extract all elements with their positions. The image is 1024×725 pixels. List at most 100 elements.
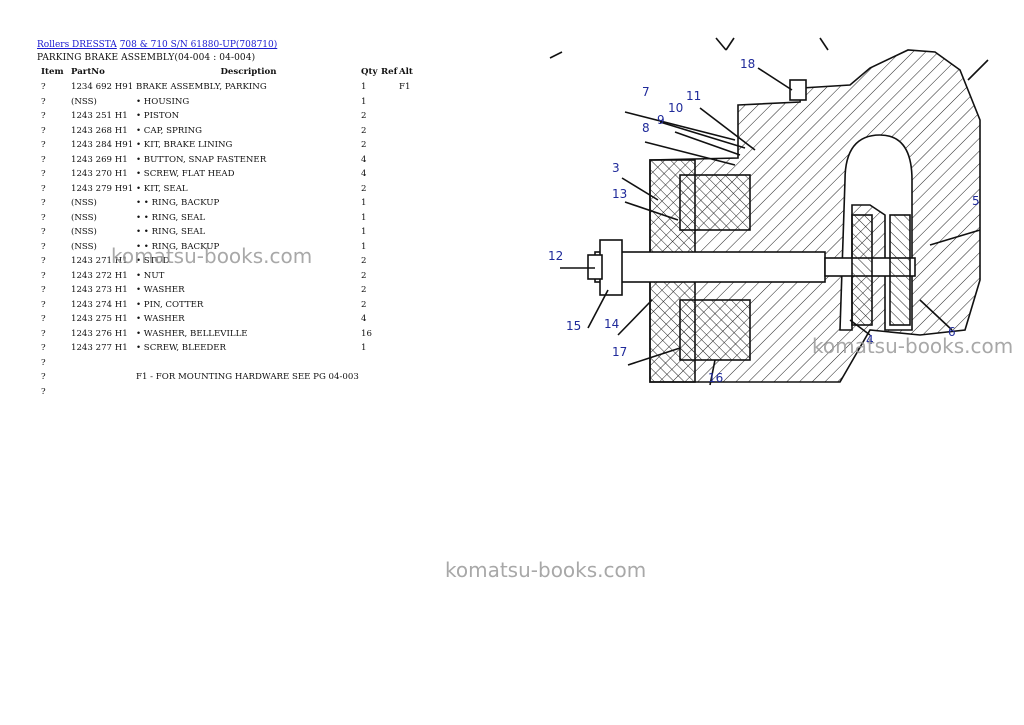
cell-ref xyxy=(381,196,399,211)
breadcrumb-link-serial[interactable]: 708 & 710 S/N 61880-UP(708710) xyxy=(119,40,278,50)
cell-alt xyxy=(399,269,419,284)
table-row: ? (NSS) • • RING, SEAL 1 xyxy=(37,211,419,226)
callout-16: 16 xyxy=(708,371,723,385)
cell-description: • • RING, SEAL xyxy=(136,212,206,223)
cell-ref xyxy=(381,95,399,110)
cell-qty: 4 xyxy=(361,154,367,165)
cell-item: ? xyxy=(41,212,46,223)
cell-description: • KIT, SEAL xyxy=(136,183,188,194)
cell-ref xyxy=(381,341,399,356)
cell-qty: 1 xyxy=(361,343,367,354)
cell-alt xyxy=(399,182,419,197)
cell-partno: 1243 272 H1 xyxy=(71,270,128,281)
breadcrumb: Rollers DRESSTA 708 & 710 S/N 61880-UP(7… xyxy=(37,40,277,50)
cell-qty: 1 xyxy=(361,96,367,107)
cell-partno: 1243 279 H91 xyxy=(71,183,134,194)
cell-description xyxy=(136,356,361,371)
header-partno: PartNo xyxy=(71,67,105,77)
cell-description: • STUD xyxy=(136,256,170,267)
cell-alt xyxy=(399,153,419,168)
cell-description: • SCREW, BLEEDER xyxy=(136,343,227,354)
cell-ref xyxy=(381,138,399,153)
cell-alt xyxy=(399,138,419,153)
cell-qty: 2 xyxy=(361,111,367,122)
cell-alt xyxy=(399,124,419,139)
cell-partno: 1243 251 H1 xyxy=(71,111,128,122)
cell-qty: 2 xyxy=(361,299,367,310)
table-row: ? xyxy=(37,356,419,371)
cell-partno: (NSS) xyxy=(71,227,97,238)
callout-3: 3 xyxy=(612,161,620,175)
cell-description: • WASHER xyxy=(136,285,185,296)
cell-qty: 1 xyxy=(361,212,367,223)
cell-item: ? xyxy=(41,343,46,354)
cell-alt xyxy=(399,283,419,298)
cell-ref xyxy=(381,80,399,95)
cell-partno xyxy=(71,356,136,371)
cell-alt xyxy=(399,240,419,255)
cell-qty: 1 xyxy=(361,198,367,209)
callout-7: 7 xyxy=(642,85,650,99)
cell-ref xyxy=(381,370,399,385)
cell-partno: (NSS) xyxy=(71,212,97,223)
cell-description: • • RING, BACKUP xyxy=(136,241,220,252)
cell-item: ? xyxy=(41,386,46,397)
cell-qty: 1 xyxy=(361,241,367,252)
cell-ref xyxy=(381,385,399,400)
watermark-center: komatsu-books.com xyxy=(445,558,647,582)
cell-item: ? xyxy=(41,328,46,339)
cell-description: • • RING, SEAL xyxy=(136,227,206,238)
cell-ref xyxy=(381,240,399,255)
cell-alt xyxy=(399,254,419,269)
cell-description: • • RING, BACKUP xyxy=(136,198,220,209)
cell-item: ? xyxy=(41,314,46,325)
cell-alt xyxy=(399,312,419,327)
callout-17: 17 xyxy=(612,345,627,359)
cell-ref xyxy=(381,182,399,197)
cell-partno: 1243 273 H1 xyxy=(71,285,128,296)
cell-alt xyxy=(399,211,419,226)
callout-15: 15 xyxy=(566,319,581,333)
cell-description: BRAKE ASSEMBLY, PARKING xyxy=(136,82,267,93)
cell-ref xyxy=(381,254,399,269)
cell-partno: 1243 270 H1 xyxy=(71,169,128,180)
cell-item: ? xyxy=(41,140,46,151)
cell-ref xyxy=(381,327,399,342)
cell-description: • HOUSING xyxy=(136,96,190,107)
breadcrumb-link-model[interactable]: Rollers DRESSTA xyxy=(37,40,117,50)
cell-ref xyxy=(381,312,399,327)
cell-alt xyxy=(399,298,419,313)
cell-alt xyxy=(399,167,419,182)
header-description: Description xyxy=(220,67,277,77)
header-alt: Alt xyxy=(399,67,413,77)
cell-qty: 2 xyxy=(361,183,367,194)
cell-qty: 16 xyxy=(361,328,372,339)
cell-qty: 2 xyxy=(361,285,367,296)
cell-ref xyxy=(381,153,399,168)
cell-partno: (NSS) xyxy=(71,96,97,107)
cell-alt xyxy=(399,225,419,240)
cell-item: ? xyxy=(41,154,46,165)
cell-partno: (NSS) xyxy=(71,241,97,252)
cell-ref xyxy=(381,298,399,313)
cell-ref xyxy=(381,283,399,298)
cell-qty: 1 xyxy=(361,82,367,93)
cell-alt xyxy=(399,109,419,124)
cell-partno xyxy=(71,370,136,385)
header-item: Item xyxy=(41,67,64,77)
cell-partno: 1243 277 H1 xyxy=(71,343,128,354)
table-header-row: Item PartNo Description Qty Ref Alt xyxy=(37,66,419,80)
